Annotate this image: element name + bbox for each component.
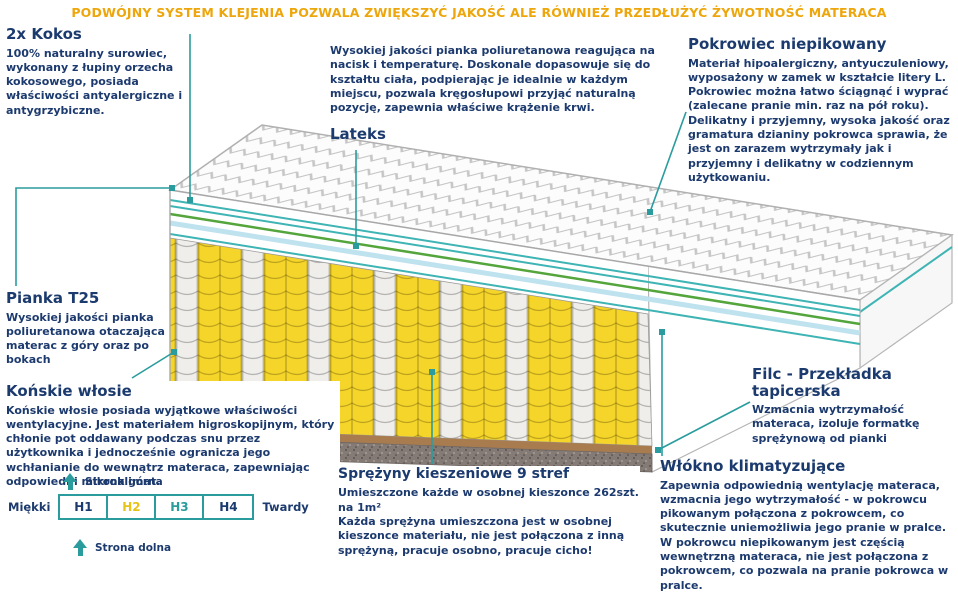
orientation-bottom-side: Strona dolna xyxy=(72,539,171,556)
connector-end-pokrowiec xyxy=(647,209,653,215)
section-pokrowiec-title: Pokrowiec niepikowany xyxy=(688,35,887,53)
hardness-cell-h1: H1 xyxy=(60,496,109,518)
section-kokos: 2x Kokos 100% naturalny surowiec, wykona… xyxy=(6,26,204,118)
mattress-cross-section-illustration xyxy=(15,34,954,473)
section-kokos-body: 100% naturalny surowiec, wykonany z łupi… xyxy=(6,46,183,117)
section-sprezyny-body: Umieszczone każde w osobnej kieszonce 26… xyxy=(338,486,639,557)
hardness-cell-h2: H2 xyxy=(108,496,157,518)
top-banner-text: PODWÓJNY SYSTEM KLEJENIA POZWALA ZWIĘKSZ… xyxy=(71,5,887,20)
section-konskie-title: Końskie włosie xyxy=(6,382,132,400)
arrow-up-icon xyxy=(62,473,78,490)
mattress-side-face xyxy=(647,265,861,473)
hardness-hard-label: Twardy xyxy=(262,500,309,514)
orientation-top-side: Strona górna xyxy=(62,473,163,490)
section-pokrowiec-body: Materiał hipoalergiczny, antyuczuleniowy… xyxy=(688,56,950,184)
section-sprezyny: Sprężyny kieszeniowe 9 stref Umieszczone… xyxy=(338,466,640,559)
connector-end-sprezyny xyxy=(429,369,435,375)
lateks-layer-label: Lateks xyxy=(330,125,386,143)
section-sprezyny-title: Sprężyny kieszeniowe 9 stref xyxy=(338,466,570,482)
section-pokrowiec: Pokrowiec niepikowany Materiał hipoalerg… xyxy=(688,36,956,185)
arrow-up-icon xyxy=(72,539,88,556)
section-pianka-title: Pianka T25 xyxy=(6,289,100,307)
section-kokos-title: 2x Kokos xyxy=(6,25,82,43)
section-pianka-body: Wysokiej jakości pianka poliuretanowa ot… xyxy=(6,310,165,367)
connector-end-filc xyxy=(655,447,661,453)
section-visco: Wysokiej jakości pianka poliuretanowa re… xyxy=(330,44,672,115)
connector-end-lateks xyxy=(353,243,359,249)
section-wlokno: Włókno klimatyzujące Zapewnia odpowiedni… xyxy=(660,458,956,593)
connector-end-konskie xyxy=(171,349,177,355)
section-wlokno-body: Zapewnia odpowiednią wentylację materaca… xyxy=(660,478,949,592)
section-filc-title: Filc - Przekładka tapicerska xyxy=(752,365,892,400)
section-pianka: Pianka T25 Wysokiej jakości pianka poliu… xyxy=(6,290,174,368)
connector-end-kokos xyxy=(187,197,193,203)
connector-lines xyxy=(15,34,751,464)
section-konskie: Końskie włosie Końskie włosie posiada wy… xyxy=(6,381,340,492)
hardness-scale: Miękki H1 H2 H3 H4 Twardy xyxy=(8,494,309,520)
section-visco-body: Wysokiej jakości pianka poliuretanowa re… xyxy=(330,44,655,115)
connector-end-pianka xyxy=(169,185,175,191)
orientation-top-label: Strona górna xyxy=(85,475,163,488)
orientation-bottom-label: Strona dolna xyxy=(95,541,172,554)
mattress-infographic: PODWÓJNY SYSTEM KLEJENIA POZWALA ZWIĘKSZ… xyxy=(6,5,956,592)
comfort-layers-band xyxy=(169,190,649,314)
section-filc: Filc - Przekładka tapicerska Wzmacnia wy… xyxy=(752,366,954,446)
section-filc-body: Wzmacnia wytrzymałość materaca, izoluje … xyxy=(752,403,920,445)
connector-end-wlokno xyxy=(659,329,665,335)
hardness-cell-h4: H4 xyxy=(204,496,253,518)
hardness-cell-h3: H3 xyxy=(156,496,205,518)
section-konskie-body: Końskie włosie posiada wyjątkowe właściw… xyxy=(6,403,335,488)
hardness-soft-label: Miękki xyxy=(8,500,51,514)
section-wlokno-title: Włókno klimatyzujące xyxy=(660,457,846,475)
hardness-cells: H1 H2 H3 H4 xyxy=(58,494,255,520)
